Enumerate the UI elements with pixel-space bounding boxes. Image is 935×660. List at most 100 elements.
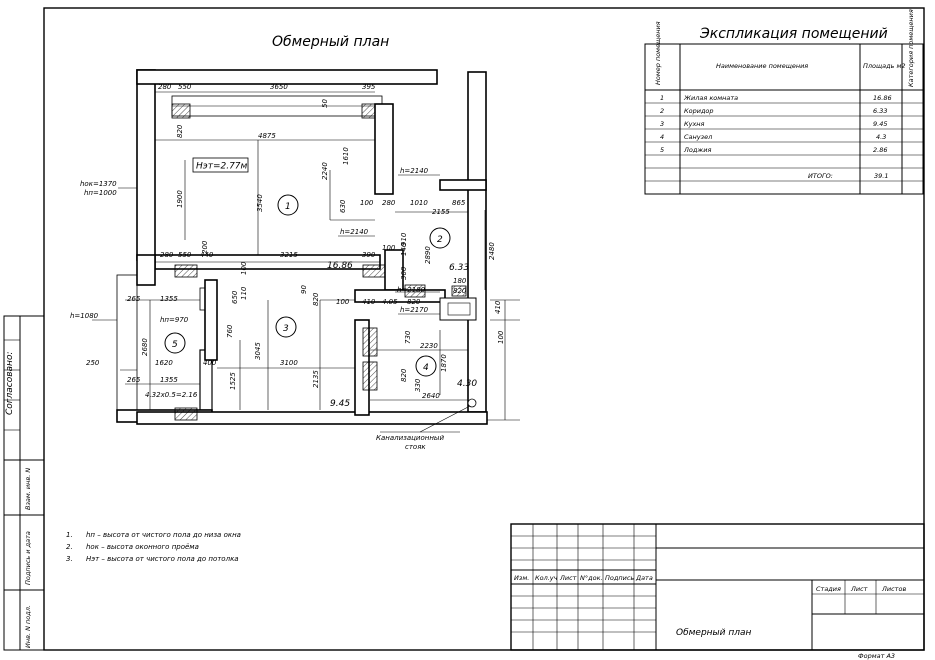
tb-col-koluch: Кол.уч	[535, 574, 558, 582]
level-2180: h=2180	[397, 286, 426, 294]
dim-820c: 820	[312, 292, 320, 306]
area-1: 16.86	[327, 261, 353, 271]
row-3-num: 3	[660, 120, 664, 128]
area-2: 6.33	[449, 263, 469, 273]
dim-630: 630	[339, 199, 347, 213]
side-stamp: Согласовано: Взам. инв. N Подпись и дата…	[3, 315, 45, 651]
level-2140b: h=2140	[340, 228, 369, 236]
tb-col-izm: Изм.	[514, 574, 529, 582]
dim-3100: 3100	[280, 359, 298, 367]
tb-stage: Стадия	[816, 585, 841, 593]
level-hn970: hп=970	[160, 316, 189, 324]
dim-865: 865	[452, 199, 466, 207]
row-4-num: 4	[660, 133, 664, 141]
room-3-num: 3	[283, 324, 289, 334]
note-1-text: hп – высота от чистого пола до низа окна	[86, 531, 241, 539]
tb-drawing-name: Обмерный план	[676, 628, 752, 638]
dim-100: 100	[360, 199, 374, 207]
tb-col-ndok: N°док.	[580, 574, 603, 582]
dim-1355b: 1355	[160, 376, 178, 384]
tb-col-list: Лист	[559, 574, 577, 582]
dim-2480: 2480	[488, 242, 496, 260]
dim-1525: 1525	[229, 372, 237, 390]
tb-col-podpis: Подпись	[605, 574, 634, 582]
dim-180: 180	[453, 277, 467, 285]
dim-3045: 3045	[254, 342, 262, 360]
vzam-label: Взам. инв. N	[24, 468, 32, 510]
dim-300: 300	[400, 266, 408, 280]
dim-820e: 820	[400, 368, 408, 382]
row-5-name: Лоджия	[683, 146, 711, 154]
level-2170: h=2170	[400, 306, 429, 314]
row-3-name: Кухня	[684, 120, 705, 128]
dim-50: 50	[321, 99, 329, 108]
row-2-num: 2	[660, 107, 664, 115]
dim-280b: 280	[382, 199, 396, 207]
dim-395: 395	[362, 83, 376, 91]
note-2-num: 2.	[66, 543, 73, 551]
height-label: Hэт=2.77м	[196, 162, 248, 172]
agreed-label: Согласовано:	[5, 352, 15, 415]
plan-title: Обмерный план	[272, 34, 389, 50]
area-4: 4.30	[457, 379, 477, 389]
area-5: 4.32x0.5=2.16	[145, 391, 198, 399]
level-2140a: h=2140	[400, 167, 429, 175]
dim-550: 550	[178, 83, 192, 91]
dim-3215: 3215	[280, 251, 298, 259]
dim-250: 250	[86, 359, 100, 367]
tb-sheets: Листов	[881, 585, 906, 593]
total-value: 39.1	[874, 172, 888, 180]
dim-1620: 1620	[155, 359, 173, 367]
dim-90: 90	[300, 285, 308, 294]
dim-3540: 3540	[256, 194, 264, 212]
dim-2640: 2640	[422, 392, 440, 400]
row-5-num: 5	[660, 146, 664, 154]
row-1-num: 1	[660, 94, 664, 102]
note-3-text: Hэт – высота от чистого пола до потолка	[86, 555, 239, 563]
note-2-text: hок – высота оконного проёма	[86, 543, 199, 551]
room-2-num: 2	[437, 235, 443, 245]
dim-280: 280	[158, 83, 172, 91]
tb-col-data: Дата	[635, 574, 653, 582]
dim-410b: 410	[362, 298, 376, 306]
dim-200: 200	[201, 240, 209, 254]
dim-2890: 2890	[424, 246, 432, 264]
row-4-name: Санузел	[684, 133, 712, 141]
notes: 1. hп – высота от чистого пола до низа о…	[66, 531, 241, 563]
total-label: ИТОГО:	[808, 172, 833, 180]
col-cat-header: Категория помещения	[907, 9, 915, 87]
row-3-area: 9.45	[873, 120, 887, 128]
dim-1870: 1870	[440, 354, 448, 372]
level-hok: hок=1370	[80, 180, 117, 188]
row-1-area: 16.86	[873, 94, 892, 102]
floor-plan: Hэт=2.77м 1 2 3 4 5 16.86 6.33 9.45 4.30…	[70, 69, 520, 451]
dim-265b: 265	[127, 376, 141, 384]
row-2-name: Коридор	[684, 107, 714, 115]
dim-2155: 2155	[432, 208, 450, 216]
area-3: 9.45	[330, 399, 350, 409]
dim-400: 400	[203, 359, 217, 367]
col-name-header: Наименование помещения	[716, 62, 808, 70]
room-4-num: 4	[423, 363, 429, 373]
dim-140: 140	[400, 242, 408, 256]
dim-100b: 100	[382, 244, 396, 252]
level-hn: hп=1000	[84, 189, 117, 197]
dim-820b: 820	[453, 287, 467, 295]
note-3-num: 3.	[66, 555, 73, 563]
dim-760: 760	[226, 324, 234, 338]
dim-100c: 100	[240, 261, 248, 275]
tb-sheet: Лист	[850, 585, 868, 593]
dim-265: 265	[127, 295, 141, 303]
dim-650: 650	[231, 290, 239, 304]
dim-820a: 820	[176, 124, 184, 138]
room-1-num: 1	[285, 202, 291, 212]
col-area-header: Площадь м2	[863, 62, 906, 70]
riser-label-2: стояк	[405, 443, 426, 451]
row-1-name: Жилая комната	[683, 94, 738, 102]
dim-910: 910	[400, 232, 408, 246]
dim-2240: 2240	[321, 162, 329, 180]
note-1-num: 1.	[66, 531, 73, 539]
dim-3650: 3650	[270, 83, 288, 91]
dim-1610: 1610	[342, 147, 350, 165]
